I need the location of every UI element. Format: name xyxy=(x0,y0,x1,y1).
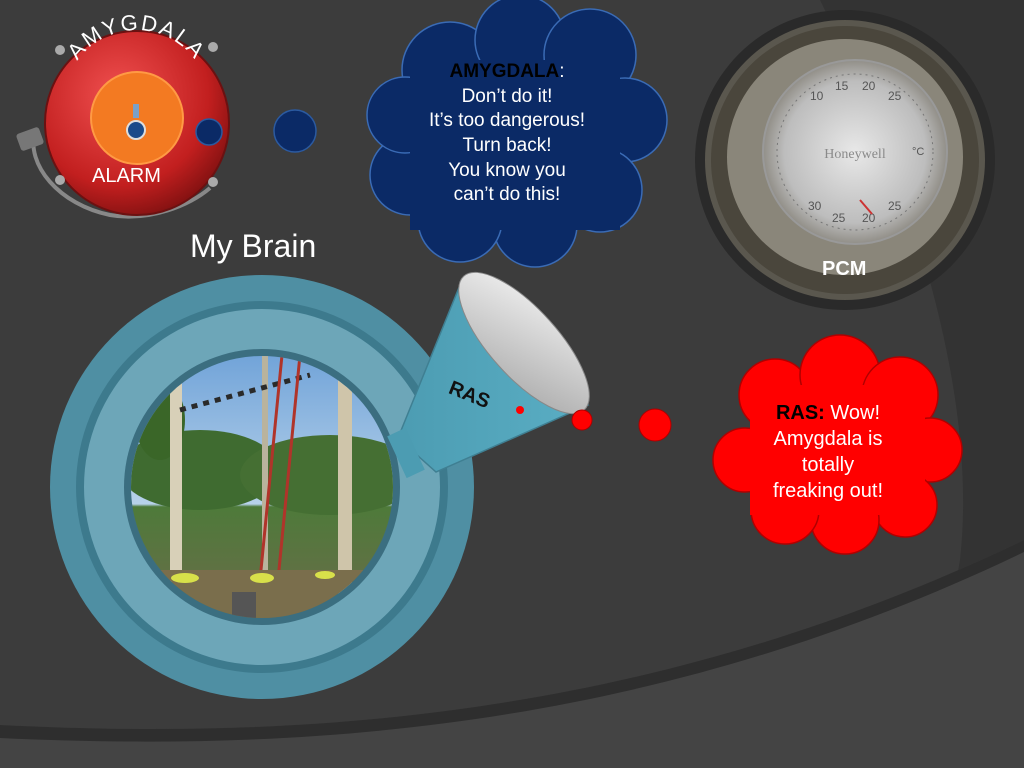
thought-dot xyxy=(195,118,223,146)
amygdala-cloud-text: AMYGDALA: Don’t do it! It’s too dangerou… xyxy=(392,60,622,208)
thermostat-tick: 25 xyxy=(888,89,902,103)
page-title: My Brain xyxy=(190,228,317,264)
ras-line: Amygdala is xyxy=(773,428,883,450)
thermostat-icon: Honeywell 10 15 20 25 °C 30 25 20 25 xyxy=(695,10,995,310)
ropes-course-photo xyxy=(131,356,393,618)
ras-cloud-text: RAS: Wow! Amygdala is totally freaking o… xyxy=(738,400,918,504)
thermostat-unit: °C xyxy=(912,146,924,158)
thermostat-tick: 20 xyxy=(862,211,876,225)
thought-dot xyxy=(571,409,593,431)
amygdala-speaker: AMYGDALA xyxy=(449,61,560,82)
amygdala-line: can’t do this! xyxy=(453,184,561,206)
ras-line: freaking out! xyxy=(772,480,884,502)
amygdala-line: Turn back! xyxy=(462,135,552,157)
amygdala-line: You know you xyxy=(448,159,566,181)
thermostat-tick: 30 xyxy=(808,199,822,213)
bg-swoosh-bottom xyxy=(0,540,1024,768)
thermostat-tick: 10 xyxy=(810,89,824,103)
megaphone-icon xyxy=(387,271,590,479)
thermostat-brand: Honeywell xyxy=(824,147,886,162)
pcm-label: PCM xyxy=(822,258,867,280)
thermostat-tick: 25 xyxy=(888,199,902,213)
ras-first-word: Wow! xyxy=(824,402,881,424)
thermostat-tick: 20 xyxy=(862,79,876,93)
thermostat-tick: 25 xyxy=(832,211,846,225)
amygdala-line: Don’t do it! xyxy=(461,85,553,107)
ras-line: totally xyxy=(801,454,855,476)
thought-dot xyxy=(638,408,672,442)
thought-dot xyxy=(273,109,317,153)
thermostat-tick: 15 xyxy=(835,79,849,93)
alarm-label: ALARM xyxy=(92,165,161,187)
ras-speaker: RAS: xyxy=(775,402,825,424)
amygdala-colon: : xyxy=(559,61,565,82)
amygdala-line: It’s too dangerous! xyxy=(429,110,585,132)
